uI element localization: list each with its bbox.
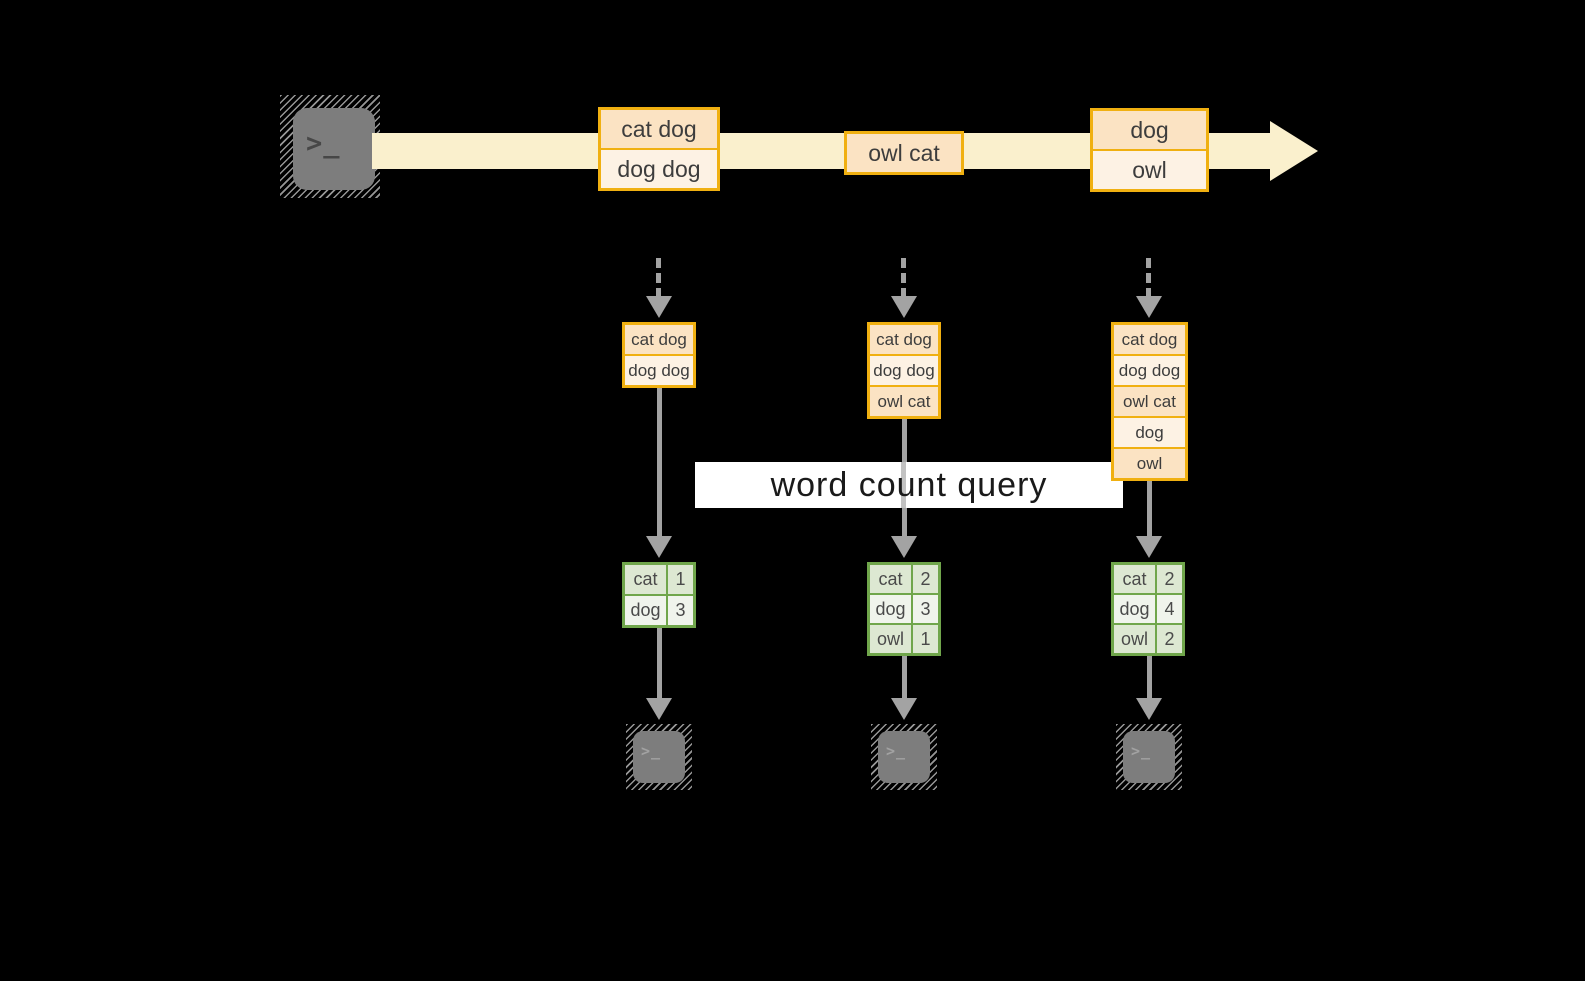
- query-arrowhead-icon: [1136, 536, 1162, 558]
- terminal-prompt-glyph: >_: [306, 128, 341, 159]
- source-terminal-icon: >_: [280, 95, 380, 198]
- output-arrowhead-icon: [1136, 698, 1162, 720]
- terminal-prompt-glyph: >_: [886, 742, 907, 760]
- word-cell: dog: [1114, 595, 1155, 623]
- count-cell: 2: [913, 565, 938, 593]
- stream-arrowhead-icon: [1270, 121, 1318, 181]
- dashed-arrow-3: [1146, 258, 1151, 298]
- count-cell: 2: [1157, 625, 1182, 653]
- word-cell: cat: [870, 565, 911, 593]
- buffer-cell: dog dog: [625, 354, 693, 385]
- dashed-arrowhead-icon: [646, 296, 672, 318]
- buffer-cell: owl cat: [870, 385, 938, 416]
- output-arrow-3: [1147, 656, 1152, 698]
- buffer-cell: cat dog: [1114, 325, 1185, 354]
- event-line: cat dog: [601, 110, 717, 148]
- query-arrowhead-icon: [891, 536, 917, 558]
- event-line: owl: [1093, 149, 1206, 189]
- event-line: dog: [1093, 111, 1206, 149]
- count-cell: 2: [1157, 565, 1182, 593]
- buffer-box-2: cat dog dog dog owl cat: [867, 322, 941, 419]
- buffer-box-3: cat dog dog dog owl cat dog owl: [1111, 322, 1188, 481]
- word-cell: owl: [1114, 625, 1155, 653]
- dashed-arrowhead-icon: [891, 296, 917, 318]
- output-terminal-icon-1: >_: [626, 724, 692, 790]
- terminal-body: >_: [293, 108, 375, 190]
- buffer-cell: cat dog: [870, 325, 938, 354]
- count-cell: 1: [668, 565, 693, 594]
- wordcount-table-3: cat 2 dog 4 owl 2: [1111, 562, 1185, 656]
- event-box-2: owl cat: [844, 131, 964, 175]
- event-box-1: cat dog dog dog: [598, 107, 720, 191]
- terminal-body: >_: [633, 731, 685, 783]
- arrow-through-banner: [901, 462, 906, 508]
- dashed-arrow-1: [656, 258, 661, 298]
- query-arrow-1: [657, 388, 662, 536]
- query-arrowhead-icon: [646, 536, 672, 558]
- buffer-cell: dog dog: [1114, 354, 1185, 385]
- buffer-box-1: cat dog dog dog: [622, 322, 696, 388]
- buffer-cell: dog dog: [870, 354, 938, 385]
- output-terminal-icon-2: >_: [871, 724, 937, 790]
- wordcount-table-2: cat 2 dog 3 owl 1: [867, 562, 941, 656]
- terminal-prompt-glyph: >_: [641, 742, 662, 760]
- dashed-arrow-2: [901, 258, 906, 298]
- word-cell: dog: [625, 596, 666, 625]
- terminal-body: >_: [1123, 731, 1175, 783]
- count-cell: 4: [1157, 595, 1182, 623]
- word-cell: cat: [1114, 565, 1155, 593]
- buffer-cell: cat dog: [625, 325, 693, 354]
- count-cell: 3: [668, 596, 693, 625]
- word-cell: owl: [870, 625, 911, 653]
- output-arrowhead-icon: [646, 698, 672, 720]
- output-arrowhead-icon: [891, 698, 917, 720]
- terminal-body: >_: [878, 731, 930, 783]
- query-label: word count query: [770, 465, 1048, 504]
- word-cell: cat: [625, 565, 666, 594]
- event-box-3: dog owl: [1090, 108, 1209, 192]
- buffer-cell: dog: [1114, 416, 1185, 447]
- terminal-prompt-glyph: >_: [1131, 742, 1152, 760]
- word-cell: dog: [870, 595, 911, 623]
- output-arrow-2: [902, 656, 907, 698]
- count-cell: 1: [913, 625, 938, 653]
- event-line: dog dog: [601, 148, 717, 188]
- query-arrow-3: [1147, 481, 1152, 536]
- buffer-cell: owl cat: [1114, 385, 1185, 416]
- output-arrow-1: [657, 628, 662, 698]
- count-cell: 3: [913, 595, 938, 623]
- output-terminal-icon-3: >_: [1116, 724, 1182, 790]
- buffer-cell: owl: [1114, 447, 1185, 478]
- event-line: owl cat: [847, 134, 961, 172]
- wordcount-table-1: cat 1 dog 3: [622, 562, 696, 628]
- query-banner: word count query: [695, 462, 1123, 508]
- dashed-arrowhead-icon: [1136, 296, 1162, 318]
